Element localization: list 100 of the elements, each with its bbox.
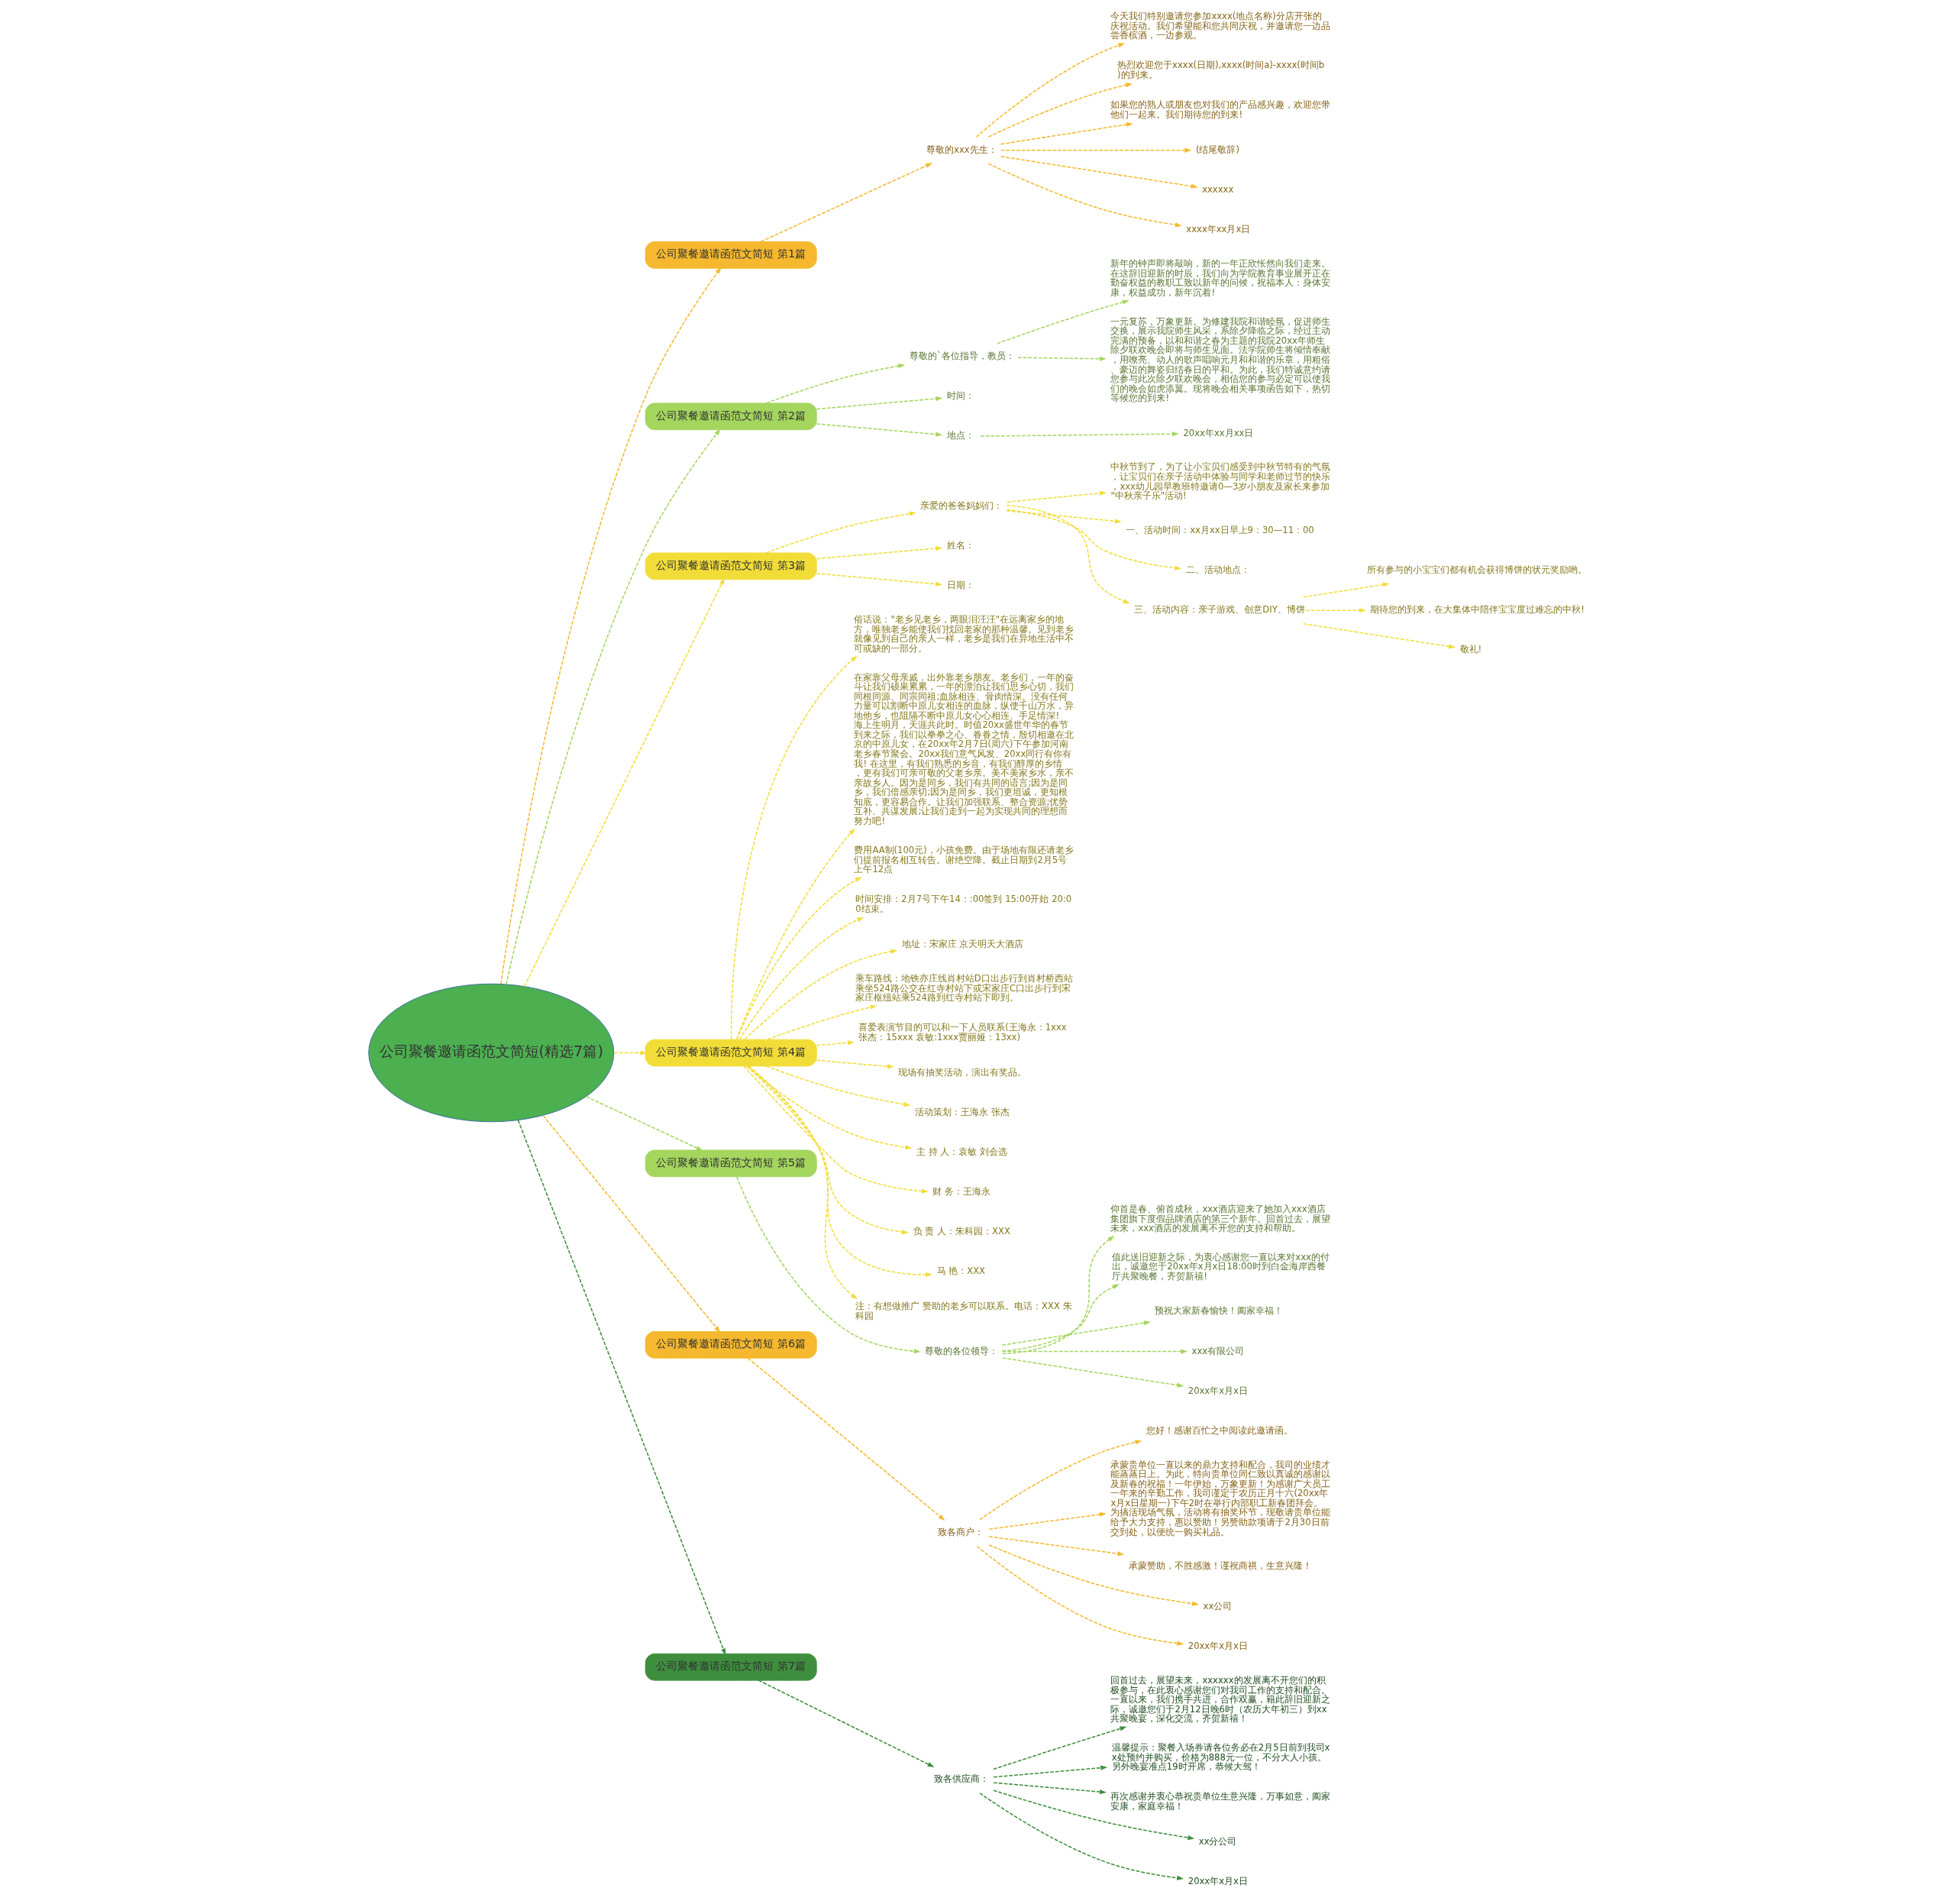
node-box: 公司聚餐邀请函范文简短 第4篇 <box>645 1039 817 1067</box>
node-box: 公司聚餐邀请函范文简短 第3篇 <box>645 552 817 580</box>
node-text: xx公司 <box>1203 1600 1233 1611</box>
arrow <box>736 877 862 1040</box>
node-text: 敬礼! <box>1459 644 1482 655</box>
arrow <box>765 511 916 554</box>
node-text: 致各商户： <box>938 1527 984 1538</box>
node-text: 热烈欢迎您于xxxx(日期),xxxx(时间a)-xxxx(时间b)的到来。 <box>1117 60 1325 80</box>
arrow <box>988 1511 1107 1530</box>
node-text: 三、活动内容：亲子游戏、创意DIY、博饼 <box>1134 604 1305 616</box>
node-text: xx分公司 <box>1198 1835 1237 1847</box>
arrow <box>816 1040 855 1046</box>
node-text: 温馨提示：聚餐入场券请各位务必在2月5日前到我司xx处预约并购买，价格为888元一位，不分大人小孩。另外晚宴准点19时开席，恭候大驾！ <box>1111 1741 1330 1773</box>
arrow <box>988 1536 1125 1556</box>
node-text: 一元复苏，万象更新。为修建我院和谐睦氛，促进师生交换，展示我院师生风采，系除夕降临之际，经过主动完满的预备，以和和谐之春为主题的我院20xx年师生除夕联欢晚会即将与师生见面。法学院师生将倾情奉献，用嘹亮、动人的歌声唱响元月和和谐的乐章，用粗俗、豪迈的舞姿归结春日的平和。为此，我们特诚意约请您参与此次除夕联欢晚会，相信您的参与必定可以使我们的晚会如虎添翼。现将晚会相关事项函告如下，热切等候您的到来! <box>1110 315 1331 404</box>
node-text: 地址：宋家庄 京天明天大酒店 <box>901 938 1024 949</box>
node-text: 亲爱的爸爸妈妈们： <box>920 500 1003 512</box>
node-text: 姓名： <box>946 540 974 551</box>
arrow <box>738 917 864 1040</box>
node-text: 尊敬的`各位指导，教员： <box>909 351 1015 362</box>
arrow <box>1006 509 1182 571</box>
node-text: 地点： <box>946 430 974 441</box>
node-text: 时间安排：2月7号下午14：:00签到 15:00开始 20:00结束。 <box>855 894 1072 914</box>
arrow <box>765 364 906 404</box>
node-text: 您好！感谢百忙之中阅读此邀请函。 <box>1146 1424 1293 1436</box>
arrow <box>524 577 725 988</box>
node-text: xxxx年xx月x日 <box>1186 224 1251 235</box>
arrow <box>1000 122 1133 145</box>
arrow <box>1001 1284 1120 1352</box>
arrow <box>517 1120 726 1656</box>
arrow <box>816 396 943 410</box>
node-text: 俗话说："老乡见老乡，两眼泪汪汪"在远离家乡的地方，唯独老乡能使我们找回老家的那种温馨。见到老乡就像见到自己的亲人一样，老乡是我们在异地生活中不可或缺的一部分。 <box>854 614 1074 654</box>
arrow <box>767 1004 877 1040</box>
node-box: 公司聚餐邀请函范文简短 第5篇 <box>645 1149 817 1178</box>
arrow <box>1000 147 1192 153</box>
node-text: 日期： <box>946 580 974 591</box>
node-text: 马 艳：XXX <box>936 1266 986 1277</box>
arrow <box>747 1357 945 1521</box>
arrow <box>730 655 858 1040</box>
node-text: 活动策划：王海永 张杰 <box>915 1106 1010 1117</box>
node-text: 承蒙贵单位一直以来的鼎力支持和配合，我司的业绩才能蒸蒸日上。为此，特向贵单位同仁致以真诚的感谢以及新春的祝福！一年伊始，万象更新！为感谢广大员工一年来的辛勤工作，我司谨定于农历正月十六(20xx年x月x日星期一)下午2时在举行内部职工新春团拜会。为搞活现场气氛，活动将有抽奖环节，现敬请贵单位能给予大力支持，惠以赞助！另赞助款项请于2月30日前交到处，以便统一购买礼品。 <box>1110 1459 1331 1537</box>
arrow <box>1302 582 1390 598</box>
node-text: xxxxxx <box>1202 183 1234 195</box>
node-text: 致各供应商： <box>933 1773 989 1785</box>
arrow <box>988 1544 1200 1606</box>
node-text: 20xx年x月x日 <box>1188 1385 1248 1396</box>
arrow <box>585 1096 703 1151</box>
arrow <box>500 267 722 984</box>
arrow <box>816 545 943 560</box>
arrow <box>816 423 943 437</box>
arrow <box>1002 1236 1115 1355</box>
node-text: 注：有想做推广 赞助的老乡可以联系。电话：XXX 朱科园 <box>855 1301 1072 1321</box>
arrow <box>979 1440 1142 1521</box>
node-text: 预祝大家新春愉快！阖家幸福！ <box>1155 1305 1284 1317</box>
node-text: 时间： <box>946 390 974 402</box>
arrow <box>1000 156 1198 189</box>
node-text: 仰首是春、俯首成秋，xxx酒店迎来了她加入xxx酒店集团旗下度假品牌酒店的第三个新年。回首过去，展望未来，xxx酒店的发展离不开您的支持和帮助。 <box>1110 1204 1331 1234</box>
node-text: 所有参与的小宝宝们都有机会获得博饼的状元奖励哟。 <box>1367 564 1588 576</box>
node-text: 承蒙赞助，不胜感激！谨祝商祺，生意兴隆！ <box>1128 1560 1312 1572</box>
arrow <box>993 1782 1107 1795</box>
arrow <box>1001 1321 1151 1346</box>
node-ellipse: 公司聚餐邀请函范文简短(精选7篇) <box>368 983 615 1123</box>
node-text: 尊敬的xxx先生： <box>926 144 997 155</box>
arrow <box>993 1726 1127 1770</box>
arrow <box>758 1679 935 1767</box>
arrow <box>816 573 943 587</box>
node-text: 在家靠父母亲戚，出外靠老乡朋友。老乡们，一年的奋斗让我们硕果累累，一年的漂泊让我们思乡心切，我们同根同源、同宗同祖;血脉相连、骨肉情深。没有任何力量可以割断中原儿女相连的血脉，纵使千山万水，异地他乡，也阻隔不断中原儿女心心相连、手足情深! 海上生明月，天涯共此时。时值20xx盛世年华的春节到来之际，我们以拳拳之心、眷眷之情，殷切相邀在北京的中原儿女，在20xx年2月7日(周六)下午参加河南老乡春节聚会。20xx我们意气风发、20xx同行有你有我! 在这里，有我们熟悉的乡音，有我们醇厚的乡情，更有我们可亲可敬的父老乡亲。美不美家乡水，亲不亲故乡人。因为是同乡，我们有共同的语言;因为是同乡，我们倍感亲切;因为是同乡，我们更坦诚，更知根知底，更容易合作。让我们加强联系、整合资源;优势互补、共谋发展;让我们走到一起为实现共同的理想而努力吧! <box>854 671 1074 826</box>
arrow <box>1302 622 1456 649</box>
node-text: (结尾敬辞) <box>1195 144 1239 155</box>
arrow <box>746 1065 910 1235</box>
arrow <box>1305 608 1366 613</box>
arrow <box>747 1065 932 1278</box>
node-text: 费用AA制(100元)，小孩免费。由于场地有限还请老乡们提前报名相互转告。谢绝空降。截止日期到2月5号上午12点 <box>854 844 1074 875</box>
node-text: xxx有限公司 <box>1191 1345 1245 1356</box>
node-text: 尊敬的各位领导： <box>925 1345 999 1356</box>
arrow <box>975 43 1126 138</box>
node-box: 公司聚餐邀请函范文简短 第7篇 <box>645 1653 817 1681</box>
node-text: 二、活动地点： <box>1185 564 1250 576</box>
arrow <box>542 1114 721 1333</box>
arrow <box>997 299 1129 344</box>
arrow <box>816 1059 894 1069</box>
arrow <box>979 1792 1184 1880</box>
node-box: 公司聚餐邀请函范文简短 第2篇 <box>645 402 817 431</box>
arrow <box>744 949 898 1040</box>
arrow <box>987 82 1133 138</box>
node-text: 回首过去，展望未来，xxxxxx的发展离不开您们的积极参与，在此衷心感谢您们对我司工作的支持和配合。一直以来，我们携手共进，合作双赢，籍此辞旧迎新之际，诚邀您们于2月12日晚6时（农历大年初三）到xx共聚晚宴，深化交流，齐贺新禧！ <box>1110 1675 1331 1725</box>
arrow <box>748 1065 858 1300</box>
arrow <box>980 432 1179 437</box>
arrow <box>743 1065 929 1194</box>
node-text: 喜爱表演节目的可以和一下人员联系(王海永：1xxx 张杰：15xxx 袁敏:1xxx贾丽娅：13xx) <box>858 1022 1067 1043</box>
node-text: 负 责 人：朱科园：XXX <box>913 1226 1010 1237</box>
arrow <box>760 163 933 243</box>
node-text: 乘车路线：地铁亦庄线肖村站D口出步行到肖村桥西站乘坐524路公交在红寺村站下或宋家庄C口出步行到宋家庄枢纽站乘524路到红寺村站下即到。 <box>855 972 1073 1004</box>
node-text: 期待您的到来，在大集体中陪伴宝宝度过难忘的中秋! <box>1370 604 1585 616</box>
node-text: 中秋节到了，为了让小宝贝们感受到中秋节特有的气氛，让宝贝们在亲子活动中体验与同学和老师过节的快乐，xxx幼儿园早教班特邀请0—3岁小朋友及家长来参加"中秋亲子乐"活动! <box>1110 461 1331 502</box>
node-text: 20xx年x月x日 <box>1188 1875 1248 1886</box>
node-text: 新年的钟声即将敲响，新的一年正欣怅然向我们走来。在这辞旧迎新的时辰，我们向为学院教育事业展开正在勤奋权益的教职工致以新年的问候，祝福本人：身体安康，权益成功，新年沉着! <box>1110 257 1331 298</box>
node-text: 主 持 人：袁敏 刘会选 <box>916 1146 1008 1157</box>
arrow <box>1001 1357 1184 1388</box>
arrow <box>1017 356 1107 361</box>
